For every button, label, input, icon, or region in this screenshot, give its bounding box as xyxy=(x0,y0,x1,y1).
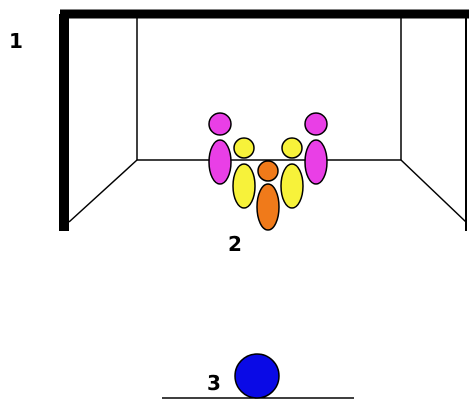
pins xyxy=(209,113,327,230)
pin-middle-left xyxy=(233,138,255,208)
bowling-ball xyxy=(235,354,279,398)
floor-right-diagonal xyxy=(401,160,466,222)
ball-group xyxy=(162,354,354,398)
pin-back-left xyxy=(209,113,231,184)
pin-back-right xyxy=(305,113,327,184)
label-frame: 1 xyxy=(9,29,23,53)
pin-head xyxy=(257,161,279,230)
floor-left-diagonal xyxy=(69,160,137,222)
pin-middle-right xyxy=(281,138,303,208)
label-ball: 3 xyxy=(207,371,221,395)
label-pins: 2 xyxy=(228,232,242,256)
